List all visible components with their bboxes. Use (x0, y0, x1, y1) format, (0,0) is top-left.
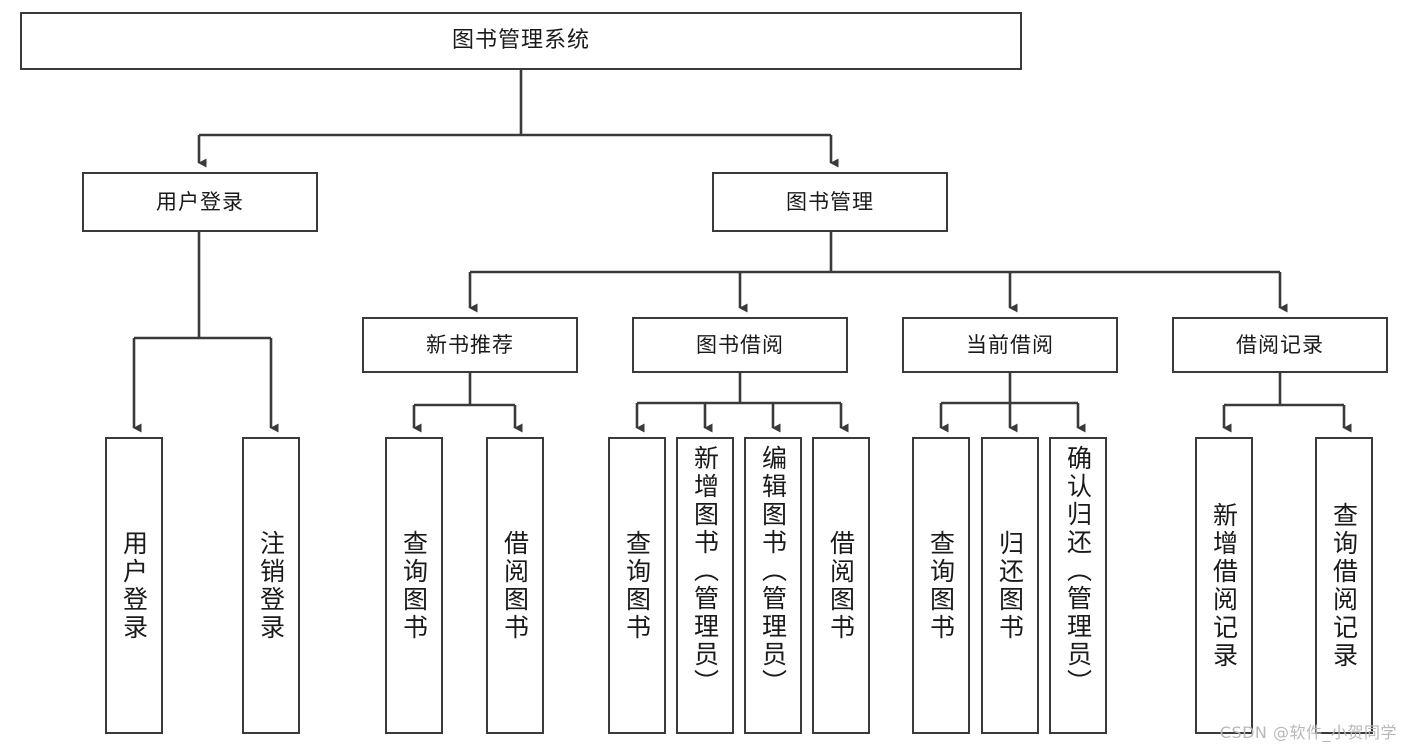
leaf-current-confirm-return-admin-label: 确认归还（管理员） (1063, 445, 1093, 697)
node-new-book-recommend-label: 新书推荐 (426, 332, 514, 357)
leaf-current-return-book-label: 归还图书 (995, 529, 1025, 642)
leaf-newbook-query-book[interactable]: 查询图书 (385, 437, 443, 734)
leaf-record-query-record[interactable]: 查询借阅记录 (1315, 437, 1373, 734)
leaf-borrow-query-book[interactable]: 查询图书 (608, 437, 666, 734)
node-new-book-recommend[interactable]: 新书推荐 (362, 317, 578, 373)
leaf-current-query-book[interactable]: 查询图书 (912, 437, 970, 734)
node-current-borrow-label: 当前借阅 (966, 332, 1054, 357)
leaf-user-login-signout-label: 注销登录 (256, 529, 286, 642)
node-borrow-record-label: 借阅记录 (1236, 332, 1324, 357)
node-user-login-label: 用户登录 (156, 189, 244, 214)
node-book-borrow-label: 图书借阅 (696, 332, 784, 357)
leaf-record-add-record[interactable]: 新增借阅记录 (1195, 437, 1253, 734)
leaf-current-return-book[interactable]: 归还图书 (981, 437, 1039, 734)
leaf-borrow-borrow-book[interactable]: 借阅图书 (812, 437, 870, 734)
node-book-management-label: 图书管理 (786, 189, 874, 214)
leaf-newbook-query-book-label: 查询图书 (399, 529, 429, 642)
node-root-system[interactable]: 图书管理系统 (20, 12, 1022, 70)
leaf-user-login-signin[interactable]: 用户登录 (105, 437, 163, 734)
leaf-borrow-add-book-admin[interactable]: 新增图书（管理员） (676, 437, 734, 734)
leaf-borrow-query-book-label: 查询图书 (622, 529, 652, 642)
node-book-management[interactable]: 图书管理 (712, 172, 948, 232)
node-user-login[interactable]: 用户登录 (82, 172, 318, 232)
leaf-newbook-borrow-book-label: 借阅图书 (500, 529, 530, 642)
node-book-borrow[interactable]: 图书借阅 (632, 317, 848, 373)
node-current-borrow[interactable]: 当前借阅 (902, 317, 1118, 373)
leaf-borrow-borrow-book-label: 借阅图书 (826, 529, 856, 642)
csdn-watermark: CSDN @软件_小贺同学 (1219, 723, 1397, 742)
leaf-current-confirm-return-admin[interactable]: 确认归还（管理员） (1049, 437, 1107, 734)
node-root-system-label: 图书管理系统 (451, 28, 590, 54)
leaf-borrow-edit-book-admin[interactable]: 编辑图书（管理员） (744, 437, 802, 734)
leaf-user-login-signin-label: 用户登录 (119, 529, 149, 642)
leaf-borrow-edit-book-admin-label: 编辑图书（管理员） (758, 445, 788, 697)
leaf-current-query-book-label: 查询图书 (926, 529, 956, 642)
leaf-record-add-record-label: 新增借阅记录 (1209, 501, 1239, 670)
leaf-newbook-borrow-book[interactable]: 借阅图书 (486, 437, 544, 734)
leaf-user-login-signout[interactable]: 注销登录 (242, 437, 300, 734)
leaf-borrow-add-book-admin-label: 新增图书（管理员） (690, 445, 720, 697)
leaf-record-query-record-label: 查询借阅记录 (1329, 501, 1359, 670)
node-borrow-record[interactable]: 借阅记录 (1172, 317, 1388, 373)
